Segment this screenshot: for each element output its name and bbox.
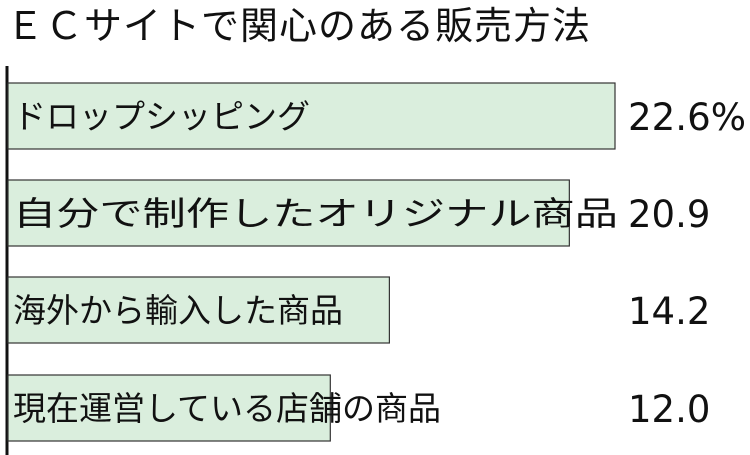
category-label: 海外から輸入した商品 xyxy=(13,291,343,330)
category-label: 自分で制作したオリジナル商品 xyxy=(13,194,618,233)
category-label: 現在運営している店舗の商品 xyxy=(13,389,441,428)
chart-title: ＥＣサイトで関心のある販売方法 xyxy=(6,4,592,48)
value-label: 14.2 xyxy=(628,290,710,333)
bar xyxy=(7,179,570,247)
value-label: 12.0 xyxy=(628,388,710,431)
bar xyxy=(7,374,331,442)
category-label: ドロップシッピング xyxy=(13,97,310,136)
bar xyxy=(7,276,390,344)
value-label: 20.9 xyxy=(628,193,710,236)
value-label: 22.6% xyxy=(628,96,746,139)
bar xyxy=(7,82,616,150)
